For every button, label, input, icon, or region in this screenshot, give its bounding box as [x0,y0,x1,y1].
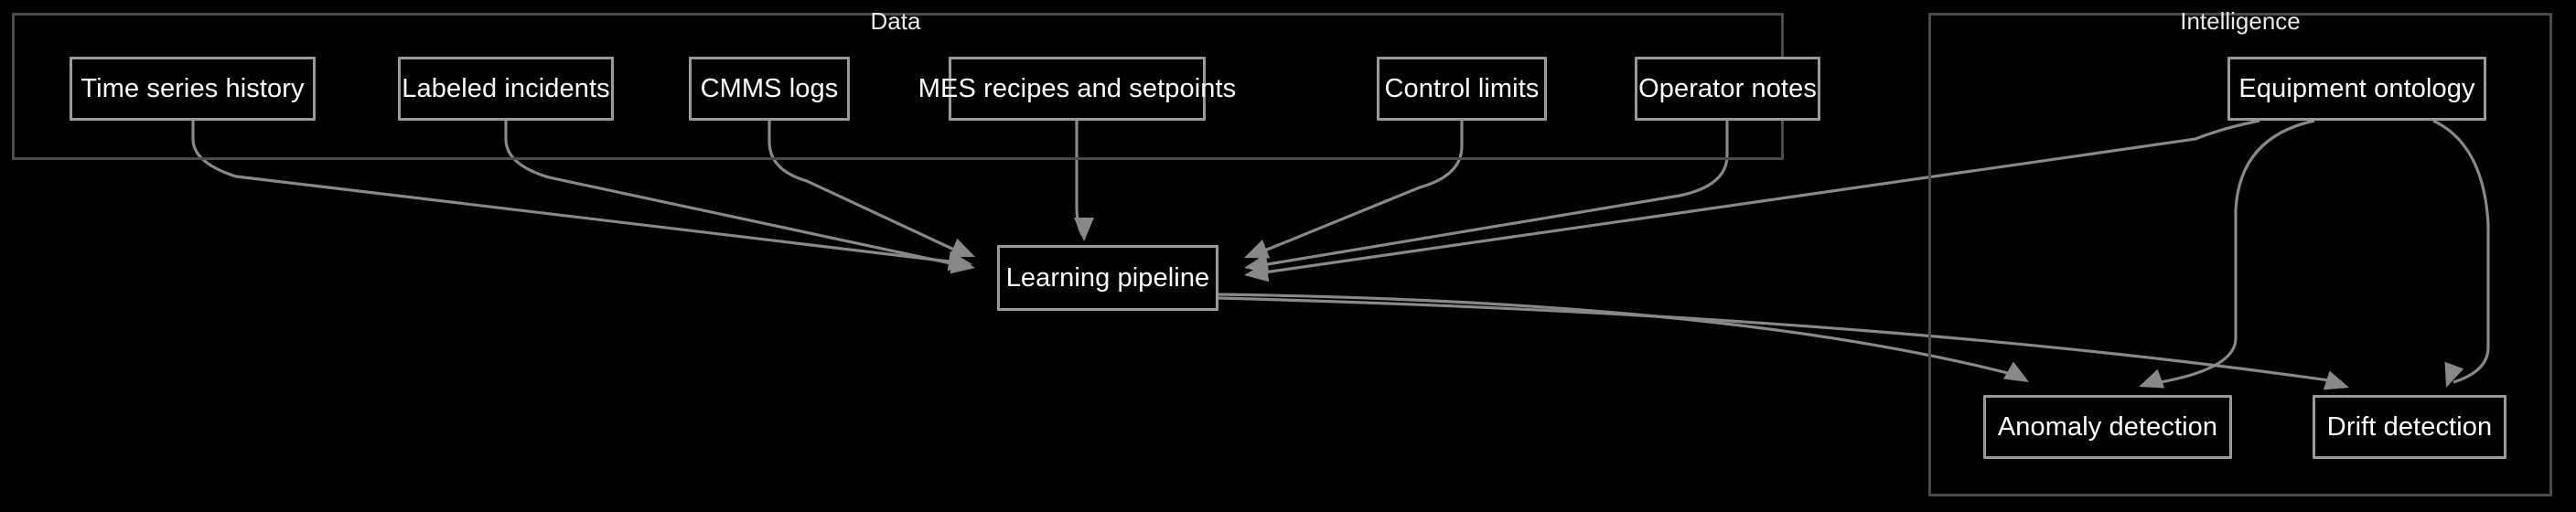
node-label-anomaly: Anomaly detection [1997,411,2218,442]
node-pipeline[interactable]: Learning pipeline [997,245,1218,311]
edge-pipeline-to-anomaly [1218,293,2023,379]
node-label-mes: MES recipes and setpoints [918,73,1237,103]
node-drift[interactable]: Drift detection [2313,395,2506,459]
node-timeseries[interactable]: Time series history [70,57,316,121]
node-notes[interactable]: Operator notes [1635,57,1820,121]
node-label-pipeline: Learning pipeline [1005,262,1210,293]
node-label-cmms: CMMS logs [700,73,839,103]
arrowhead-limits-to-pipeline [1244,240,1271,259]
node-label-drift: Drift detection [2326,411,2493,442]
node-label-incidents: Labeled incidents [402,73,610,103]
node-label-limits: Control limits [1384,73,1540,103]
arrowhead-mes-to-pipeline [1074,218,1094,241]
node-anomaly[interactable]: Anomaly detection [1983,395,2232,459]
node-limits[interactable]: Control limits [1377,57,1547,121]
node-label-ontology: Equipment ontology [2238,73,2475,103]
arrowhead-incidents-to-pipeline [950,253,975,274]
arrowhead-notes-to-pipeline [1244,253,1270,274]
arrowhead-timeseries-to-pipeline [947,251,972,272]
node-incidents[interactable]: Labeled incidents [398,57,614,121]
node-cmms[interactable]: CMMS logs [689,57,850,121]
cluster-label-intelligence: Intelligence [2180,7,2301,35]
arrowhead-ontology-to-pipeline [1244,261,1270,283]
node-label-timeseries: Time series history [80,73,305,103]
arrowhead-cmms-to-pipeline [949,238,975,257]
node-mes[interactable]: MES recipes and setpoints [918,57,1236,121]
node-label-notes: Operator notes [1638,73,1817,103]
cluster-intelligence [1928,13,2552,496]
cluster-label-data: Data [870,7,921,35]
node-ontology[interactable]: Equipment ontology [2227,57,2486,121]
